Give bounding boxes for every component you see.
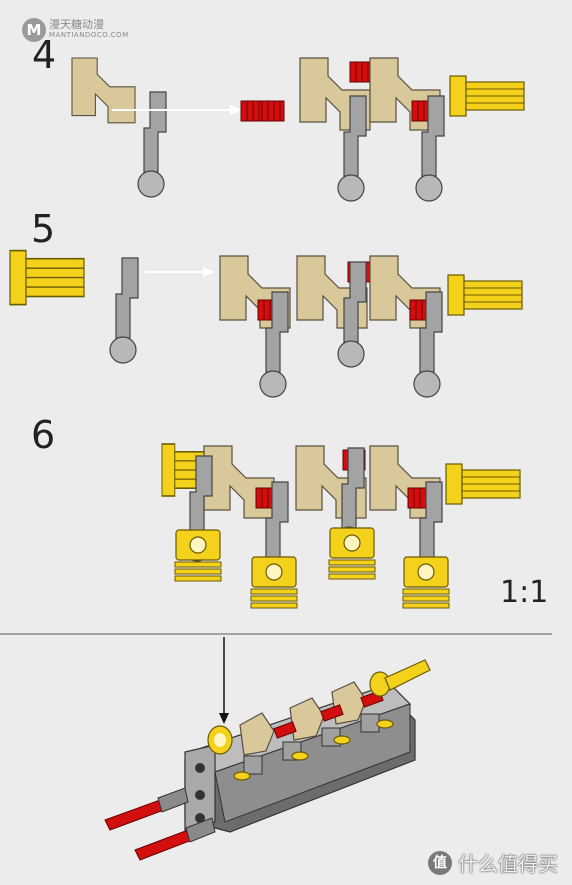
watermark: M 漫天糖动漫 MANTIANDOCO.COM — [22, 18, 129, 42]
footer-watermark-logo: 值 — [428, 850, 452, 875]
watermark-name: 漫天糖动漫 — [49, 18, 104, 31]
engine-block-3d — [104, 659, 431, 861]
footer-watermark-text: 什么值得买 — [458, 852, 558, 876]
step-6-illustration — [161, 443, 521, 609]
step-number-5: 5 — [31, 207, 56, 251]
step-number-4: 4 — [32, 33, 57, 77]
step-4-illustration — [71, 57, 525, 202]
watermark-logo: M — [22, 18, 46, 42]
step-number-6: 6 — [31, 413, 56, 457]
footer-watermark: 值 什么值得买 — [428, 848, 558, 877]
step-5-illustration — [9, 249, 523, 398]
watermark-site: MANTIANDOCO.COM — [49, 31, 129, 39]
scale-label: 1:1 — [500, 575, 549, 610]
